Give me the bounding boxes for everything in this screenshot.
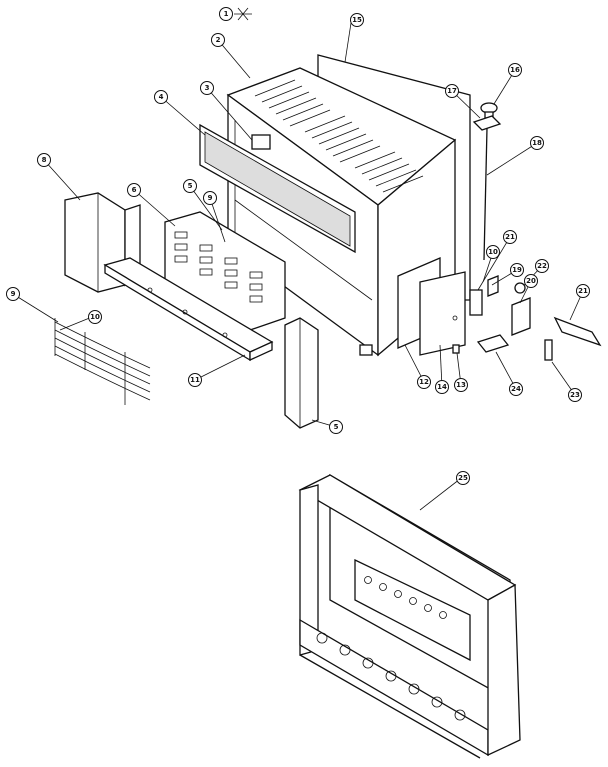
callout-20-text: 20 xyxy=(526,277,536,285)
callout-12: 12 xyxy=(417,375,431,389)
callout-4-text: 4 xyxy=(159,93,164,101)
right-shield-panel xyxy=(284,317,319,429)
callout-4: 4 xyxy=(154,90,168,104)
access-door xyxy=(397,257,466,356)
callout-14: 14 xyxy=(435,380,449,394)
callout-25: 25 xyxy=(456,471,470,485)
callout-21-top-text: 21 xyxy=(505,233,515,241)
callout-23-text: 23 xyxy=(570,391,580,399)
callout-8: 8 xyxy=(37,153,51,167)
callout-24-text: 24 xyxy=(511,385,521,393)
callout-21-right: 21 xyxy=(576,284,590,298)
main-cabinet xyxy=(226,67,457,357)
callout-9-top: 9 xyxy=(203,191,217,205)
callout-9-left: 9 xyxy=(6,287,20,301)
callout-13: 13 xyxy=(454,378,468,392)
callout-5-bottom: 5 xyxy=(329,420,343,434)
callout-13-text: 13 xyxy=(456,381,466,389)
callout-10-left: 10 xyxy=(88,310,102,324)
callout-14-text: 14 xyxy=(437,383,447,391)
callout-17: 17 xyxy=(445,84,459,98)
callout-8-text: 8 xyxy=(42,156,47,164)
callout-21-top: 21 xyxy=(503,230,517,244)
callout-22: 22 xyxy=(535,259,549,273)
callout-15-text: 15 xyxy=(352,16,362,24)
callout-1: 1 xyxy=(219,7,252,21)
callout-10-right-text: 10 xyxy=(488,248,498,256)
support-frame xyxy=(298,473,521,759)
callout-22-text: 22 xyxy=(537,262,547,270)
callout-15: 15 xyxy=(350,13,364,27)
callout-16: 16 xyxy=(508,63,522,77)
callout-23: 23 xyxy=(568,388,582,402)
callout-24: 24 xyxy=(509,382,523,396)
callout-18-text: 18 xyxy=(532,139,542,147)
callout-25-text: 25 xyxy=(458,474,468,482)
callout-18: 18 xyxy=(530,136,544,150)
callout-2: 2 xyxy=(211,33,225,47)
callout-19: 19 xyxy=(510,263,524,277)
callout-16-text: 16 xyxy=(510,66,520,74)
callout-9-left-text: 9 xyxy=(11,290,16,298)
callout-21-right-text: 21 xyxy=(578,287,588,295)
callout-2-text: 2 xyxy=(216,36,221,44)
callout-5-top-text: 5 xyxy=(188,182,193,190)
callout-5-top: 5 xyxy=(183,179,197,193)
callout-10-left-text: 10 xyxy=(90,313,100,321)
callout-6-text: 6 xyxy=(132,186,137,194)
callout-9-top-text: 9 xyxy=(208,194,213,202)
base-tray xyxy=(103,257,274,362)
callout-11-text: 11 xyxy=(190,376,200,384)
callout-3: 3 xyxy=(200,81,214,95)
callout-10-right: 10 xyxy=(486,245,500,259)
callout-3-text: 3 xyxy=(205,84,210,92)
callout-17-text: 17 xyxy=(447,87,457,95)
callout-11: 11 xyxy=(188,373,202,387)
callout-19-text: 19 xyxy=(512,266,522,274)
callout-12-text: 12 xyxy=(419,378,429,386)
callout-20: 20 xyxy=(524,274,538,288)
small-parts xyxy=(452,102,602,361)
callout-labels: 1 2 3 4 5 5 6 8 xyxy=(6,7,590,485)
wire-guard xyxy=(54,318,151,405)
front-grille xyxy=(199,123,356,254)
callout-5-bottom-text: 5 xyxy=(334,423,339,431)
callout-6: 6 xyxy=(127,183,141,197)
callout-1-text: 1 xyxy=(224,10,229,18)
